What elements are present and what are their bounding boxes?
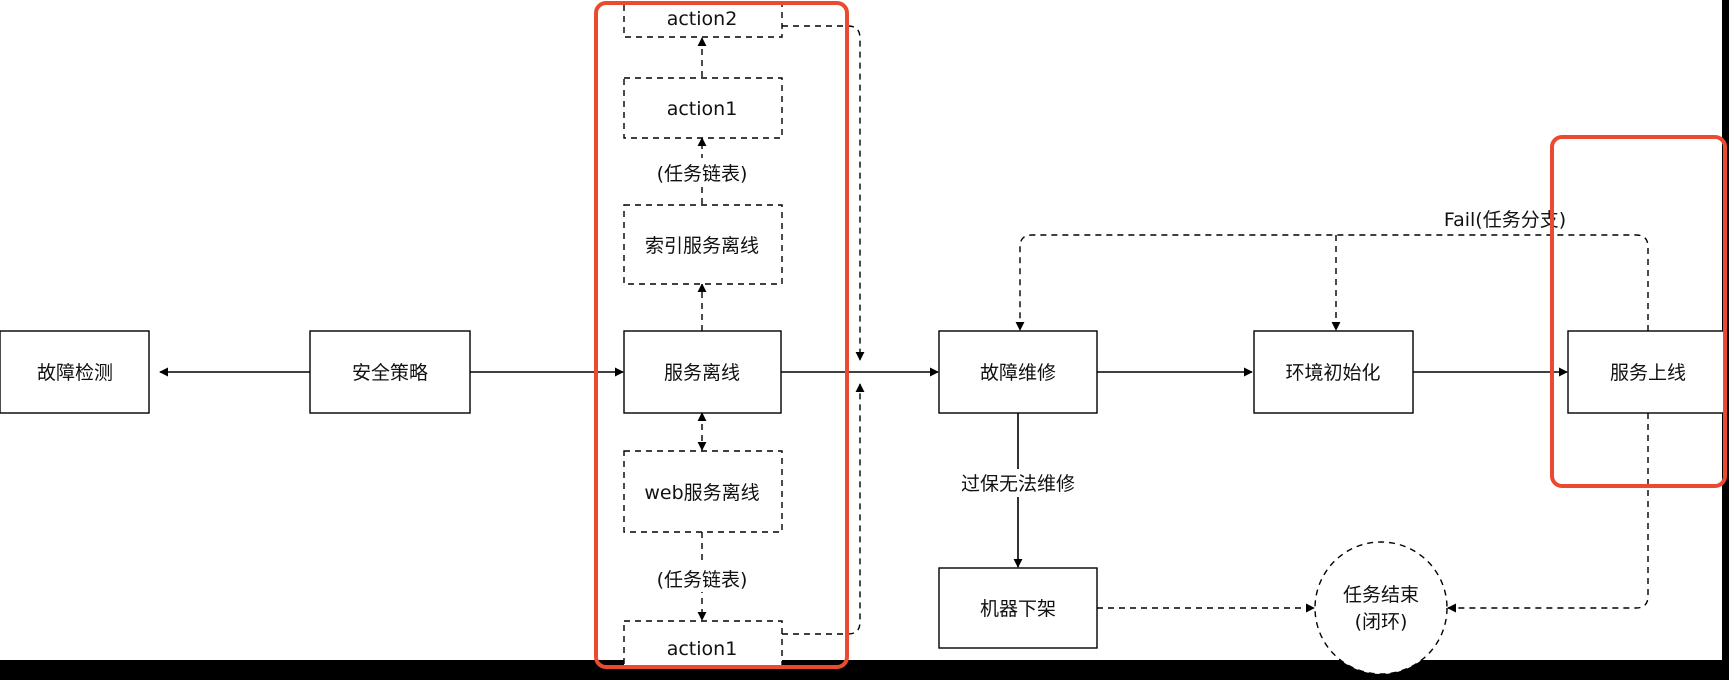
bottom-frame bbox=[0, 660, 1729, 676]
node-machine-removal-box bbox=[938, 567, 1098, 649]
node-action1-bottom-label: action1 bbox=[667, 638, 738, 660]
canvas-background bbox=[0, 0, 1729, 660]
label-task-chain-top: (任务链表) bbox=[657, 163, 748, 185]
node-web-service-offline-label: web服务离线 bbox=[644, 482, 759, 504]
node-security-policy-box bbox=[309, 330, 471, 414]
node-fault-repair-box bbox=[938, 330, 1098, 414]
node-action2-top-label: action2 bbox=[667, 8, 738, 30]
node-action1-top-box bbox=[623, 77, 783, 139]
label-out-of-warranty: 过保无法维修 bbox=[961, 473, 1075, 495]
node-service-online-label: 服务上线 bbox=[1610, 362, 1686, 384]
node-machine-removal-label: 机器下架 bbox=[980, 598, 1056, 620]
node-service-offline-label: 服务离线 bbox=[664, 362, 740, 384]
label-bg-chain-bottom bbox=[640, 564, 764, 592]
edge-online-to-end bbox=[1447, 413, 1649, 613]
node-service-online: 服务上线 bbox=[1567, 330, 1727, 414]
node-task-end-sublabel: (闭环) bbox=[1355, 611, 1408, 633]
node-action1-bottom-box bbox=[623, 620, 783, 667]
node-action1-top-label: action1 bbox=[667, 98, 738, 120]
node-task-end-circle bbox=[1314, 541, 1448, 675]
node-task-end-label: 任务结束 bbox=[1343, 584, 1419, 606]
label-bg-warranty bbox=[950, 469, 1086, 497]
label-fail-branch: Fail(任务分支) bbox=[1444, 209, 1566, 231]
node-index-service-offline-box bbox=[623, 204, 783, 285]
node-service-offline: 服务离线 bbox=[623, 330, 782, 414]
label-task-chain-bottom: (任务链表) bbox=[657, 569, 748, 591]
label-bg-fail bbox=[1420, 205, 1590, 233]
node-web-service-offline-box bbox=[623, 450, 783, 533]
node-fault-detect: 故障检测 bbox=[0, 330, 150, 414]
node-fault-detect-label: 故障检测 bbox=[37, 362, 113, 384]
node-fault-repair: 故障维修 bbox=[938, 330, 1098, 414]
highlight-service-online bbox=[1550, 135, 1727, 488]
label-bg-chain-top bbox=[640, 158, 764, 186]
node-action2-top-box bbox=[623, 0, 783, 38]
node-fault-repair-label: 故障维修 bbox=[980, 362, 1056, 384]
node-env-init-box bbox=[1253, 330, 1414, 414]
edge-fail-to-repair bbox=[1015, 234, 1649, 331]
node-env-init-label: 环境初始化 bbox=[1285, 362, 1380, 384]
node-security-policy: 安全策略 bbox=[309, 330, 471, 414]
node-security-policy-label: 安全策略 bbox=[352, 362, 428, 384]
node-env-init: 环境初始化 bbox=[1253, 330, 1414, 414]
node-fault-detect-box bbox=[0, 330, 150, 414]
node-machine-removal: 机器下架 bbox=[938, 567, 1098, 649]
highlight-offline-chain bbox=[594, 1, 849, 669]
node-service-offline-box bbox=[623, 330, 782, 414]
node-index-service-offline-label: 索引服务离线 bbox=[645, 235, 759, 257]
